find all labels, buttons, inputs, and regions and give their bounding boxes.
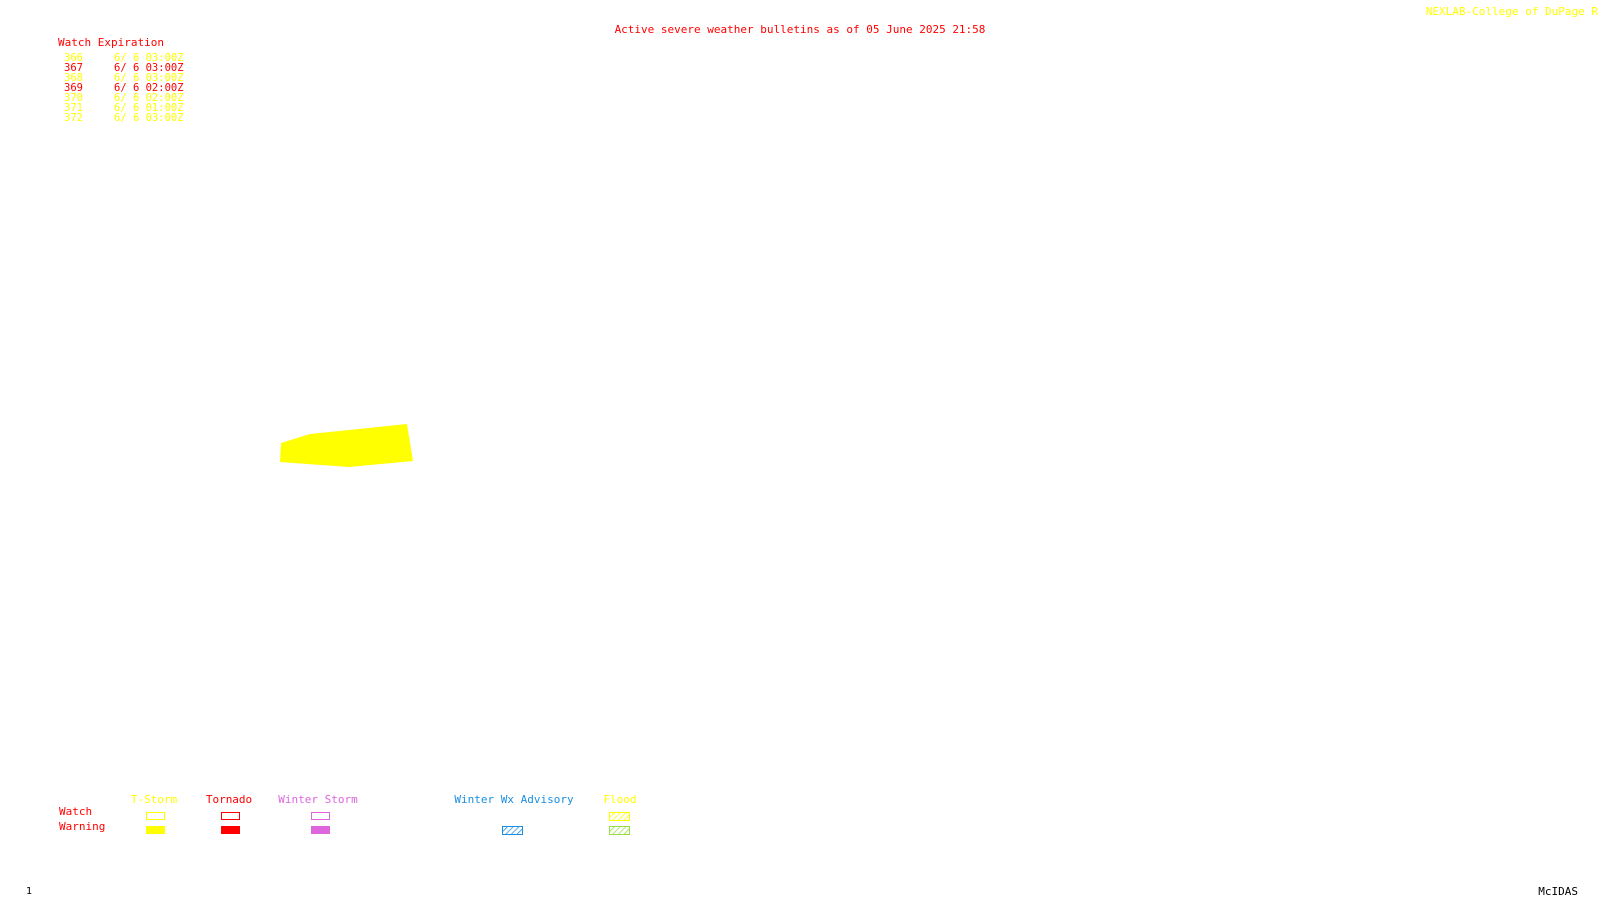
legend-tstorm-warning-swatch (146, 826, 165, 834)
watch-expiration: 6/ 6 03:00Z (114, 52, 184, 64)
watch-number: 369 (64, 82, 83, 94)
watch-number: 372 (64, 112, 83, 124)
watch-row: 369 6/ 6 02:00Z (64, 82, 184, 94)
watch-row: 370 6/ 6 02:00Z (64, 92, 184, 104)
credit-label: NEXLAB-College of DuPage R (1425, 5, 1598, 18)
legend-winter-storm-warning-swatch (311, 826, 330, 834)
watch-expiration: 6/ 6 03:00Z (114, 112, 184, 124)
legend-label-tstorm: T-Storm (130, 793, 178, 806)
bulletin-headline: Active severe weather bulletins as of 05… (614, 23, 986, 36)
legend-label-winter-wx-advisory: Winter Wx Advisory (454, 793, 574, 806)
watch-number: 366 (64, 52, 83, 64)
legend-winter-wx-advisory-swatch (502, 826, 523, 835)
legend-tornado-watch-swatch (221, 812, 240, 820)
watch-row: 371 6/ 6 01:00Z (64, 102, 184, 114)
legend-flood-warning-swatch (609, 826, 630, 835)
tstorm-warning-polygon[interactable] (280, 424, 413, 467)
watch-row: 368 6/ 6 03:00Z (64, 72, 184, 84)
watch-table: 366 6/ 6 03:00Z 367 6/ 6 03:00Z 368 6/ 6 03:0… (64, 52, 184, 124)
watch-row: 367 6/ 6 03:00Z (64, 62, 184, 74)
watch-row: 366 6/ 6 03:00Z (64, 52, 184, 64)
watch-table-header: Watch Expiration (58, 36, 164, 49)
watch-expiration: 6/ 6 02:00Z (114, 82, 184, 94)
legend-label-tornado: Tornado (205, 793, 253, 806)
watch-expiration: 6/ 6 03:00Z (114, 62, 184, 74)
watch-number: 367 (64, 62, 83, 74)
legend-row-watch: Watch (59, 805, 93, 818)
legend-label-flood: Flood (603, 793, 637, 806)
frame-number: 1 (26, 886, 33, 897)
watch-expiration: 6/ 6 03:00Z (114, 72, 184, 84)
legend-row-warning: Warning (59, 820, 106, 833)
watch-number: 370 (64, 92, 83, 104)
legend-label-winter-storm: Winter Storm (278, 793, 358, 806)
legend-tstorm-watch-swatch (146, 812, 165, 820)
legend-winter-storm-watch-swatch (311, 812, 330, 820)
watch-number: 371 (64, 102, 83, 114)
watch-expiration: 6/ 6 01:00Z (114, 102, 184, 114)
watch-number: 368 (64, 72, 83, 84)
legend-flood-watch-swatch (609, 812, 630, 821)
legend-tornado-warning-swatch (221, 826, 240, 834)
watch-expiration: 6/ 6 02:00Z (114, 92, 184, 104)
software-label: McIDAS (1538, 885, 1578, 898)
watch-row: 372 6/ 6 03:00Z (64, 112, 184, 124)
